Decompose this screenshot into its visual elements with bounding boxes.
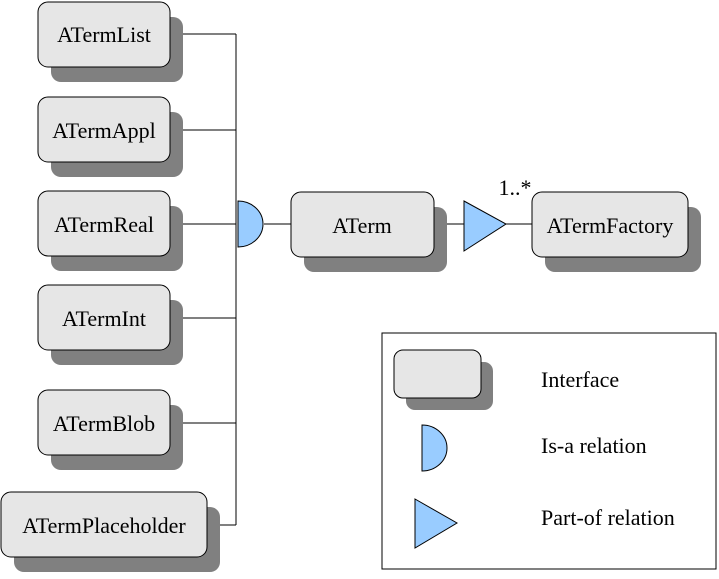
- interface-label: ATermInt: [62, 306, 146, 331]
- legend-isa-label: Is-a relation: [541, 433, 647, 458]
- interface-label: ATermBlob: [53, 411, 155, 436]
- interface-atermint: ATermInt: [37, 284, 183, 365]
- interface-label: ATermReal: [54, 212, 154, 237]
- interface-label: ATermPlaceholder: [22, 513, 186, 538]
- interface-atermlist: ATermList: [37, 1, 183, 82]
- interface-label: ATermAppl: [52, 118, 156, 143]
- interface-label: ATermFactory: [547, 213, 674, 238]
- interface-atermplaceholder: ATermPlaceholder: [0, 491, 220, 572]
- interface-atermblob: ATermBlob: [37, 389, 183, 470]
- partof-relation-icon: [463, 200, 507, 252]
- interface-atermappl: ATermAppl: [37, 96, 183, 177]
- multiplicity-label: 1..*: [499, 175, 532, 200]
- legend: Interface Is-a relation Part-of relation: [381, 332, 717, 570]
- legend-partof-label: Part-of relation: [541, 505, 675, 530]
- legend-interface-label: Interface: [541, 367, 619, 392]
- interface-atermreal: ATermReal: [37, 190, 183, 271]
- legend-partof-icon: [414, 498, 458, 549]
- legend-isa-icon: [421, 424, 448, 472]
- interface-aterm: ATerm: [290, 191, 447, 272]
- interface-atermfactory: ATermFactory: [531, 191, 701, 272]
- isa-relation-icon: [237, 200, 264, 248]
- interface-label: ATerm: [332, 213, 392, 238]
- legend-interface-swatch: [393, 349, 493, 410]
- interface-label: ATermList: [57, 22, 151, 47]
